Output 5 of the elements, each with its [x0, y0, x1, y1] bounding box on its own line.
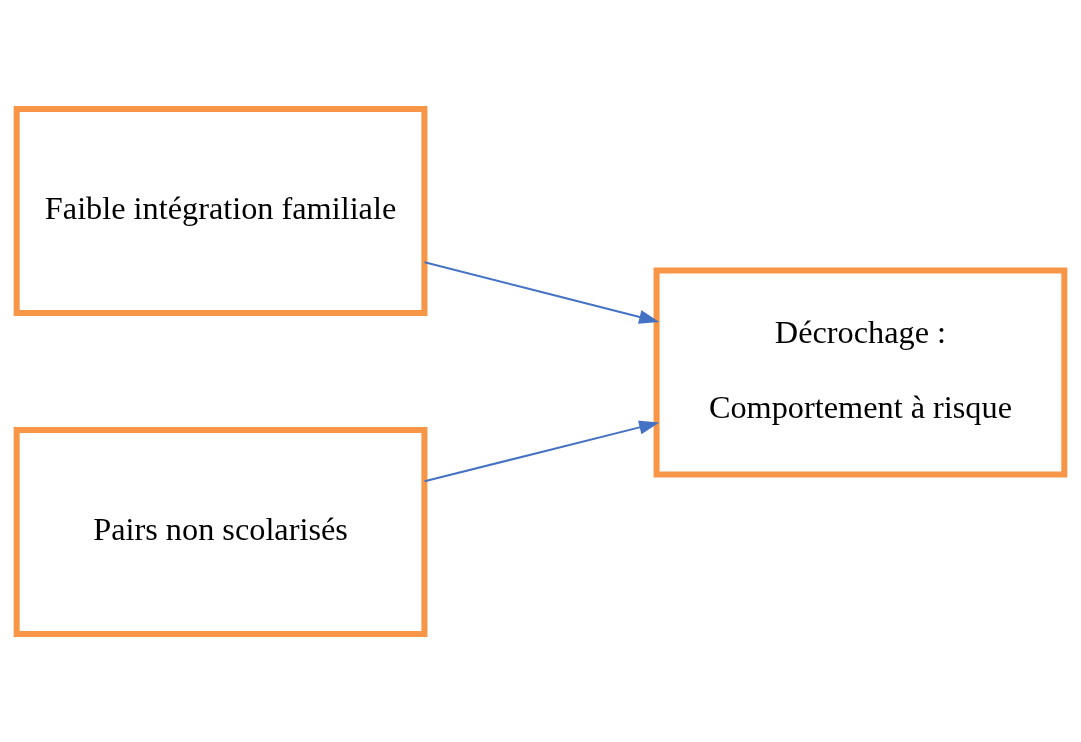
- node-box: Pairs non scolarisés: [13, 426, 428, 637]
- arrow: [424, 260, 660, 324]
- node-box: Faible intégration familiale: [13, 105, 428, 316]
- arrow: [424, 420, 660, 482]
- node-box: Décrochage : Comportement à risque: [653, 267, 1068, 477]
